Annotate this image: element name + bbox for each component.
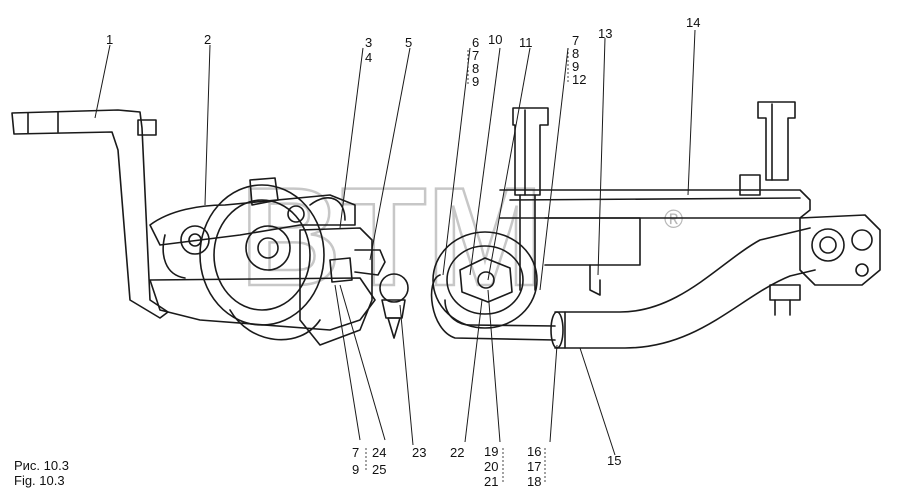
rear-frame-bracket xyxy=(149,194,376,331)
right-end-assembly xyxy=(769,214,881,316)
control-lever xyxy=(11,109,169,319)
figure-caption-ru: Рис. 10.3 xyxy=(14,458,69,473)
callout-7a: 7 xyxy=(472,48,479,63)
callout-20: 20 xyxy=(484,459,498,474)
callout-8b: 8 xyxy=(572,46,579,61)
cylinder-body xyxy=(544,217,641,296)
callout-4: 4 xyxy=(365,50,372,65)
watermark-registered-mark: ® xyxy=(664,204,683,234)
callouts-top: 1 2 3 4 5 6 7 8 9 10 11 7 8 9 12 13 14 xyxy=(106,15,700,89)
watermark: BTM ® xyxy=(239,157,683,317)
callout-3: 3 xyxy=(365,35,372,50)
callout-24: 24 xyxy=(372,445,386,460)
callout-7c: 7 xyxy=(352,445,359,460)
callout-9c: 9 xyxy=(352,462,359,477)
vertical-pipe-right xyxy=(757,101,796,181)
callout-21: 21 xyxy=(484,474,498,489)
callout-13: 13 xyxy=(598,26,612,41)
watermark-text: BTM xyxy=(240,158,543,315)
callout-5: 5 xyxy=(405,35,412,50)
callout-9a: 9 xyxy=(472,74,479,89)
callouts-bottom: 7 9 24 25 23 22 19 20 21 16 17 18 15 xyxy=(352,444,621,489)
large-pulley xyxy=(199,177,325,341)
figure-caption-en: Fig. 10.3 xyxy=(14,473,65,488)
callout-2: 2 xyxy=(204,32,211,47)
central-pulley xyxy=(430,231,556,341)
callout-19: 19 xyxy=(484,444,498,459)
drain-fitting xyxy=(379,273,409,339)
stack-brackets xyxy=(365,48,569,484)
callout-6: 6 xyxy=(472,35,479,50)
long-tube xyxy=(499,174,811,219)
leader-lines xyxy=(94,29,696,456)
callout-17: 17 xyxy=(527,459,541,474)
callout-12: 12 xyxy=(572,72,586,87)
outlet-elbow-pipe xyxy=(550,227,816,349)
callout-7b: 7 xyxy=(572,33,579,48)
callout-14: 14 xyxy=(686,15,700,30)
callout-22: 22 xyxy=(450,445,464,460)
callout-9b: 9 xyxy=(572,59,579,74)
callout-15: 15 xyxy=(607,453,621,468)
callout-10: 10 xyxy=(488,32,502,47)
callout-11: 11 xyxy=(519,35,533,50)
callout-23: 23 xyxy=(412,445,426,460)
callout-18: 18 xyxy=(527,474,541,489)
vertical-pipe-left xyxy=(512,107,549,291)
callout-16: 16 xyxy=(527,444,541,459)
callout-25: 25 xyxy=(372,462,386,477)
callout-1: 1 xyxy=(106,32,113,47)
callout-8a: 8 xyxy=(472,61,479,76)
